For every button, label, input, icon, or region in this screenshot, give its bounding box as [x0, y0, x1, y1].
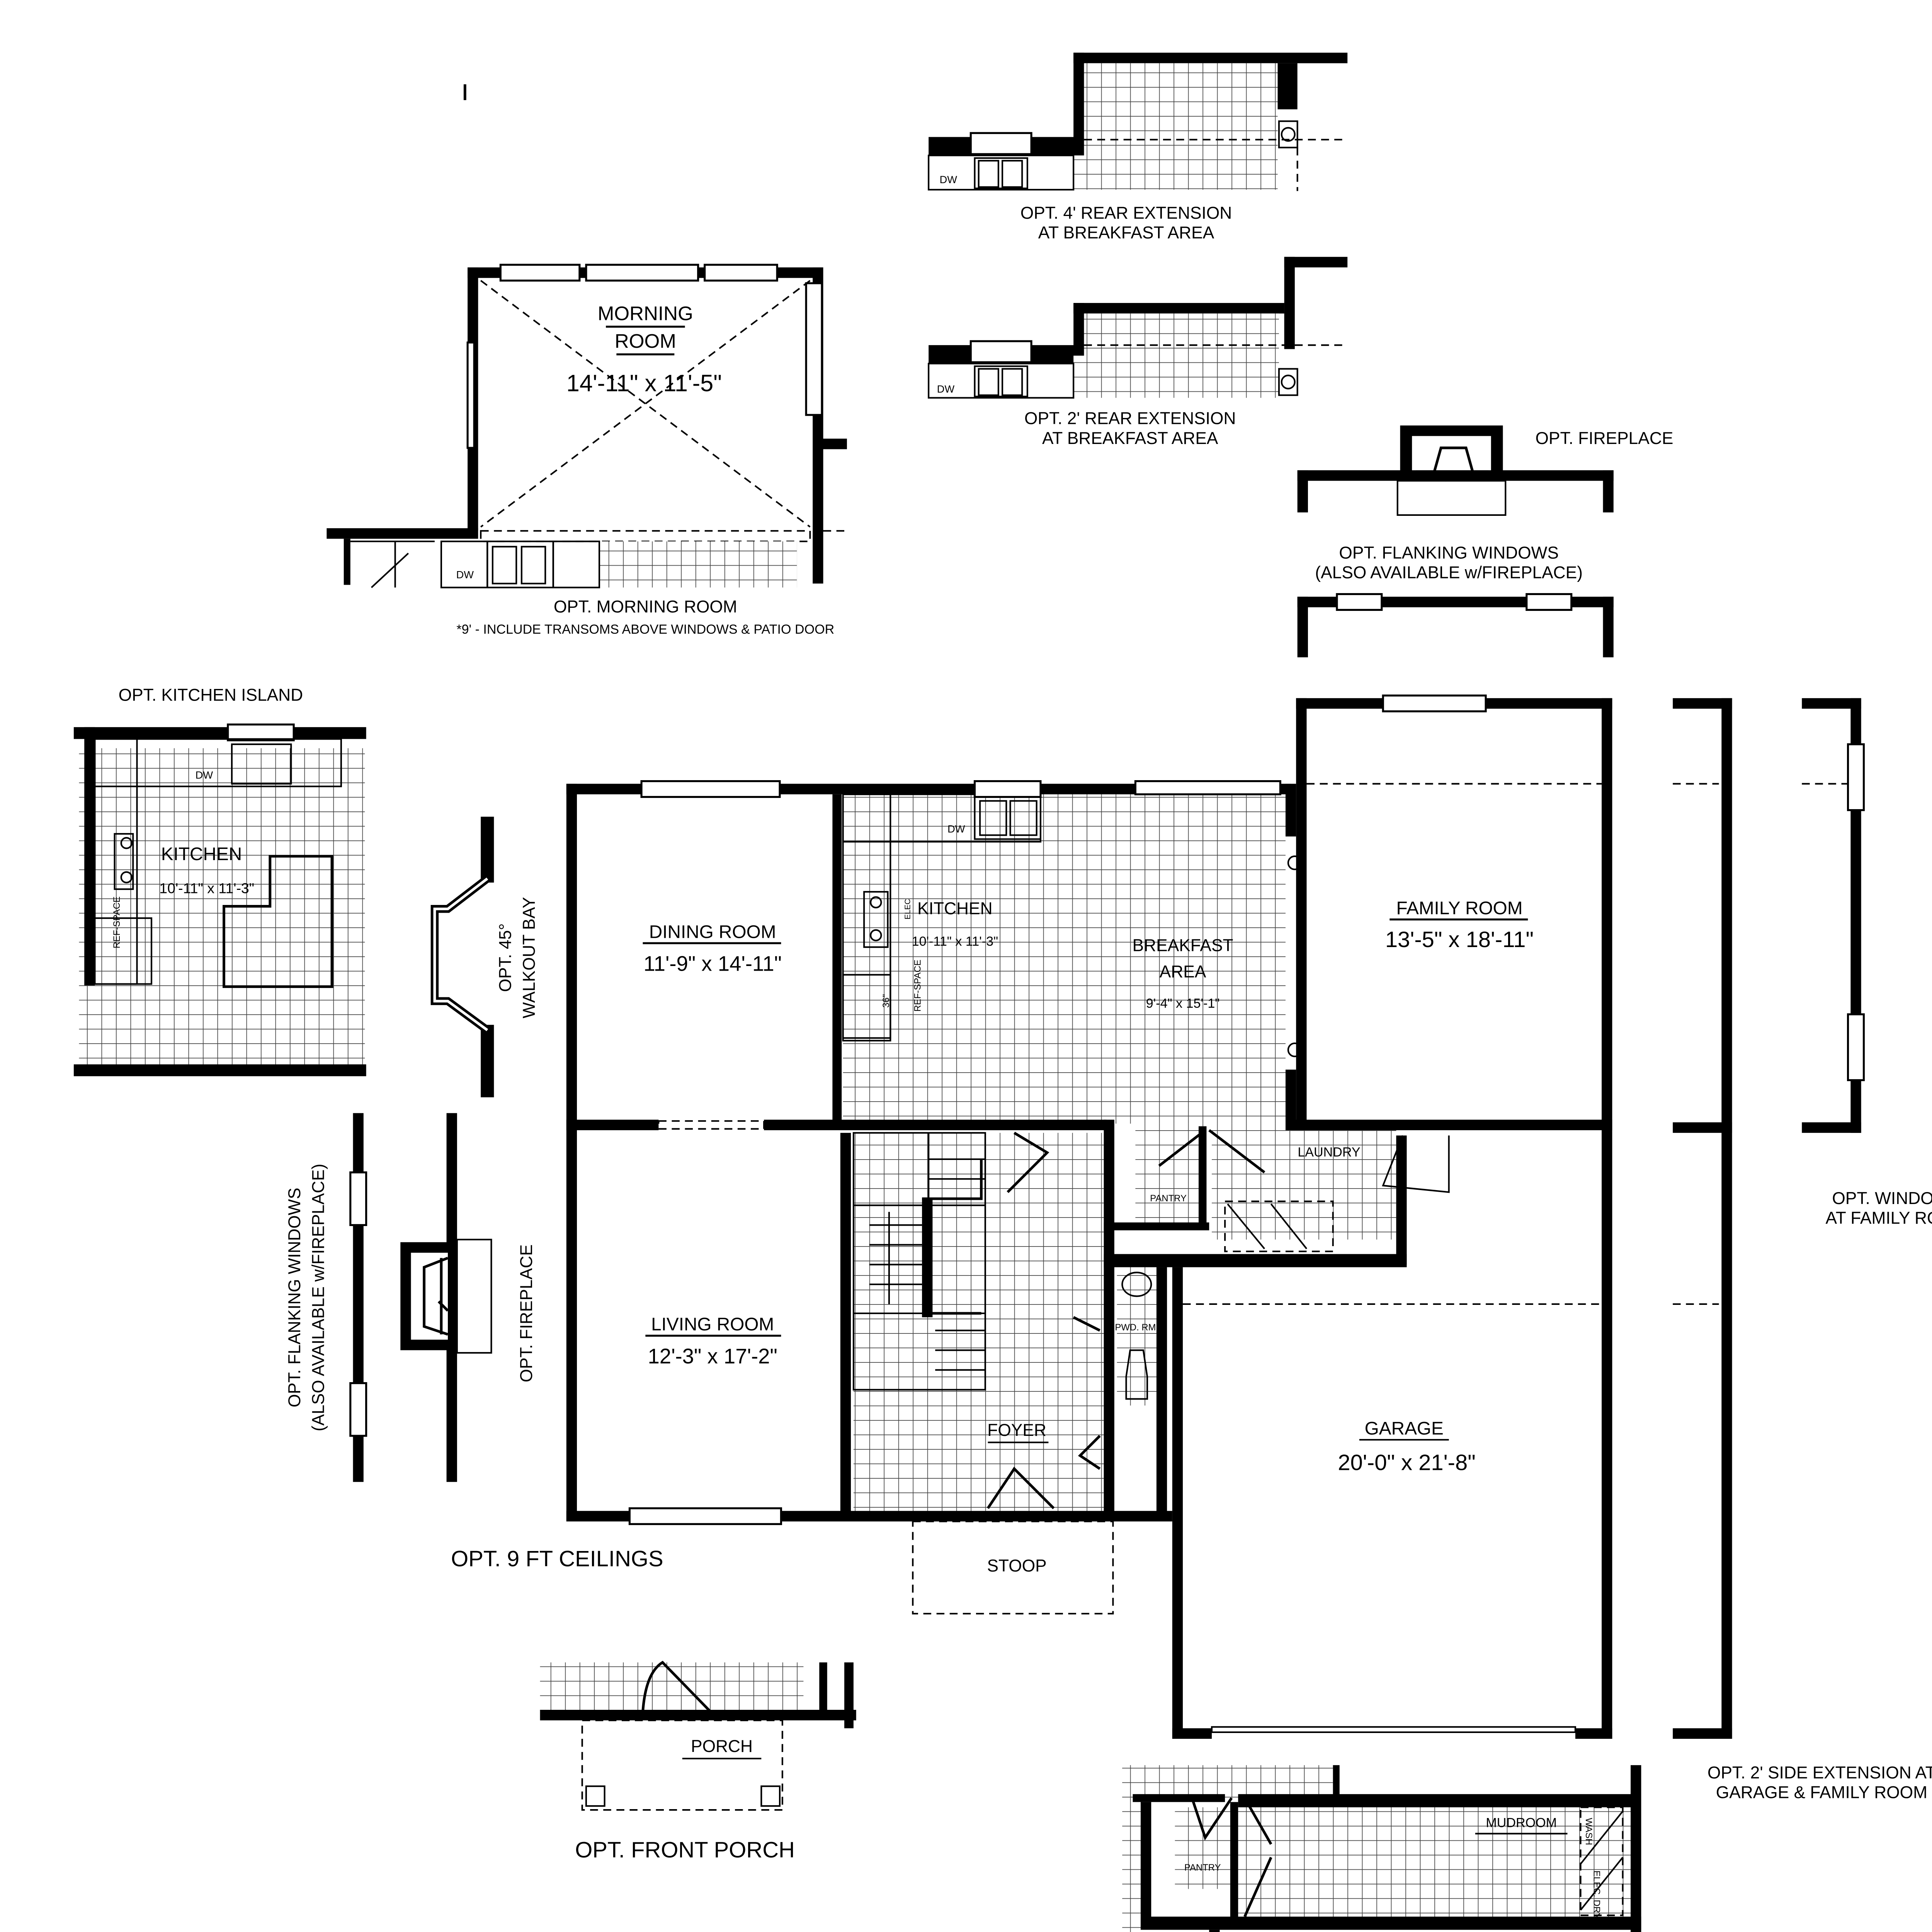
- walkout-bay-caption-2: WALKOUT BAY: [520, 897, 539, 1018]
- family-windows-caption-2: AT FAMILY ROOM: [1825, 1209, 1932, 1228]
- fireplace-top-caption: OPT. FIREPLACE: [1535, 429, 1673, 448]
- dry-label: ELEC. DRY: [1592, 1871, 1602, 1919]
- ext2-caption-1: OPT. 2' REAR EXTENSION: [1024, 409, 1236, 428]
- dining-room-label: DINING ROOM: [649, 922, 776, 942]
- main-floor-plan: DINING ROOM 11'-9" x 14'-11" DW ELEC REF…: [451, 694, 1612, 1739]
- living-room-size: 12'-3" x 17'-2": [648, 1344, 777, 1368]
- kitchen-label: KITCHEN: [917, 899, 992, 918]
- ref-width-label: 36": [881, 994, 891, 1008]
- stoop-label: STOOP: [987, 1556, 1046, 1575]
- opt-windows-family-room: OPT. WINDOWS AT FAMILY ROOM: [1802, 698, 1932, 1228]
- side-ext-caption-2: GARAGE & FAMILY ROOM: [1716, 1783, 1927, 1802]
- morning-room-caption: OPT. MORNING ROOM: [554, 597, 737, 616]
- opt-walkout-bay: OPT. 45° WALKOUT BAY: [430, 816, 539, 1097]
- flanking-left-caption-1: OPT. FLANKING WINDOWS: [285, 1188, 304, 1408]
- fireplace-left-caption: OPT. FIREPLACE: [517, 1244, 536, 1382]
- kitchen-island-caption: OPT. KITCHEN ISLAND: [119, 686, 303, 705]
- opt-fireplace-top: OPT. FIREPLACE: [1297, 425, 1673, 516]
- family-room-size: 13'-5" x 18'-11": [1385, 927, 1534, 952]
- side-ext-caption-1: OPT. 2' SIDE EXTENSION AT: [1708, 1763, 1932, 1782]
- flanking-left-caption-2: (ALSO AVAILABLE w/FIREPLACE): [309, 1164, 328, 1432]
- ext4-caption-2: AT BREAKFAST AREA: [1038, 223, 1214, 242]
- ext2-dw-label: DW: [937, 383, 955, 395]
- morning-dw-label: DW: [456, 569, 474, 581]
- breakfast-label-2: AREA: [1160, 963, 1206, 981]
- pantry-label: PANTRY: [1150, 1193, 1187, 1204]
- opt-kitchen-island: OPT. KITCHEN ISLAND DW REF-SPACE KITCHEN…: [73, 686, 366, 1077]
- breakfast-size: 9'-4" x 15'-1": [1146, 996, 1220, 1011]
- flanking-top-caption-1: OPT. FLANKING WINDOWS: [1339, 543, 1558, 562]
- opt-2ft-rear-extension: DW OPT. 2' REAR EXTENSION AT BREAKFAST A…: [928, 257, 1348, 448]
- island-ref-label: REF-SPACE: [112, 896, 122, 949]
- morning-room-note: *9' - INCLUDE TRANSOMS ABOVE WINDOWS & P…: [456, 622, 834, 637]
- wash-label: WASH: [1583, 1818, 1594, 1845]
- opt-morning-room: DW MORNING ROOM 14'-11" x 11'-5" OPT. MO…: [327, 264, 850, 637]
- kitchen-dw-label: DW: [947, 823, 965, 835]
- opt-front-porch: PORCH OPT. FRONT PORCH: [540, 1660, 856, 1862]
- range-label: ELEC: [903, 899, 912, 919]
- walkout-bay-caption-1: OPT. 45°: [496, 923, 515, 992]
- island-kitchen-label: KITCHEN: [161, 844, 242, 864]
- garage-size: 20'-0" x 21'-8": [1338, 1451, 1475, 1475]
- foyer-label: FOYER: [987, 1421, 1046, 1440]
- laundry-label: LAUNDRY: [1298, 1145, 1360, 1160]
- flanking-top-caption-2: (ALSO AVAILABLE w/FIREPLACE): [1315, 563, 1583, 582]
- dining-room-size: 11'-9" x 14'-11": [643, 952, 782, 975]
- ext4-dw-label: DW: [940, 173, 957, 185]
- opt-4ft-rear-extension: DW OPT. 4' REAR EXTENSION AT BREAKFAST A…: [928, 53, 1348, 242]
- mud-pantry-label: PANTRY: [1184, 1862, 1221, 1873]
- opt-fireplace-left: OPT. FIREPLACE: [400, 1113, 536, 1482]
- island-dw-label: DW: [196, 769, 213, 781]
- island-kitchen-size: 10'-11" x 11'-3": [159, 880, 254, 896]
- opt-side-extension: OPT. 2' SIDE EXTENSION AT GARAGE & FAMIL…: [1673, 698, 1932, 1802]
- opt-flanking-windows-top: OPT. FLANKING WINDOWS (ALSO AVAILABLE w/…: [1297, 543, 1614, 658]
- opt-mud-room: PANTRY MUDROOM WASH ELEC. DRY OPT. MUD R…: [1122, 1765, 1641, 1932]
- kitchen-size: 10'-11" x 11'-3": [912, 934, 998, 949]
- morning-room-size: 14'-11" x 11'-5": [566, 370, 722, 396]
- morning-room-label-1: MORNING: [598, 302, 693, 324]
- family-windows-caption-1: OPT. WINDOWS: [1832, 1189, 1932, 1208]
- stray-mark: [463, 84, 466, 100]
- front-porch-caption: OPT. FRONT PORCH: [575, 1838, 795, 1862]
- garage-label: GARAGE: [1365, 1418, 1444, 1439]
- ceiling-note: OPT. 9 FT CEILINGS: [451, 1546, 663, 1571]
- opt-flanking-windows-left: OPT. FLANKING WINDOWS (ALSO AVAILABLE w/…: [285, 1113, 367, 1482]
- breakfast-label-1: BREAKFAST: [1133, 936, 1233, 955]
- powder-room-label: PWD. RM.: [1115, 1322, 1158, 1333]
- mudroom-label: MUDROOM: [1486, 1815, 1557, 1830]
- morning-room-label-2: ROOM: [615, 330, 676, 352]
- ext2-caption-2: AT BREAKFAST AREA: [1042, 429, 1218, 448]
- family-room-label: FAMILY ROOM: [1396, 898, 1522, 918]
- ref-space-label: REF-SPACE: [913, 959, 923, 1012]
- porch-label: PORCH: [691, 1737, 753, 1756]
- living-room-label: LIVING ROOM: [651, 1314, 774, 1335]
- ext4-caption-1: OPT. 4' REAR EXTENSION: [1020, 204, 1232, 223]
